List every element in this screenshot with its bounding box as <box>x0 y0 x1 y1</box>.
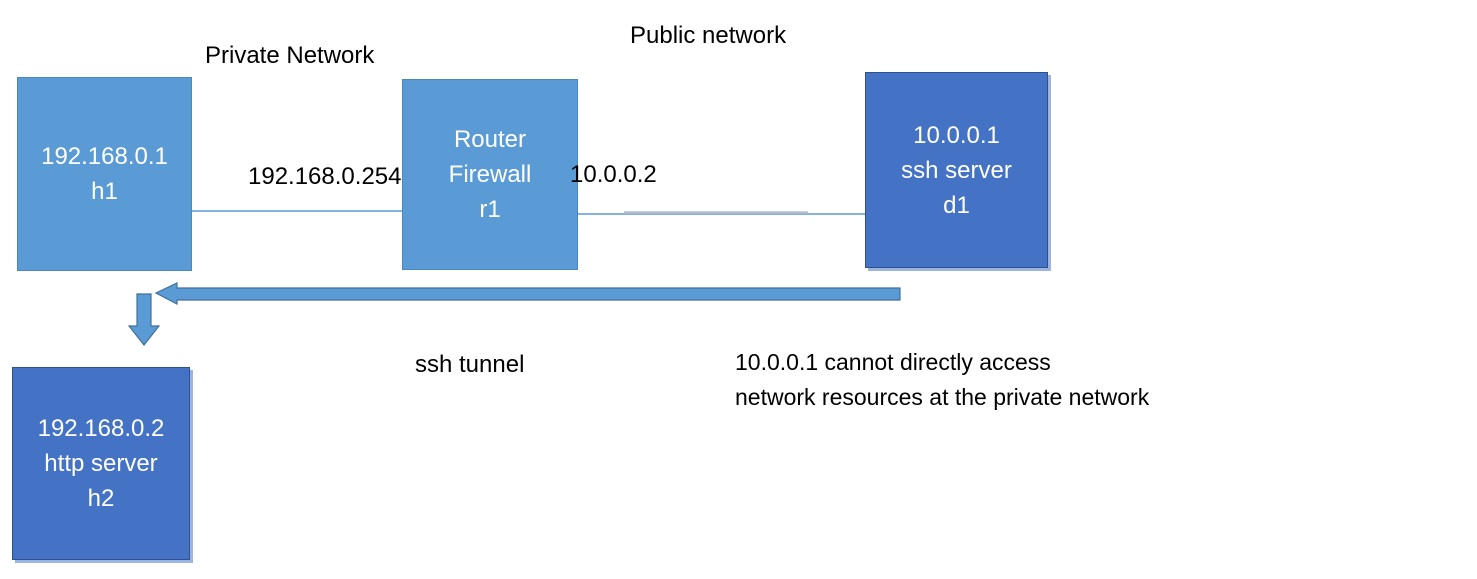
node-ssh-server-d1: 10.0.0.1 ssh server d1 <box>865 72 1048 268</box>
ssh-tunnel-arrow <box>154 282 901 305</box>
access-restriction-note: 10.0.0.1 cannot directly access network … <box>735 345 1149 415</box>
node-router-firewall: Router Firewall r1 <box>402 79 578 270</box>
node-h2-line2: http server <box>44 450 158 477</box>
note-line2: network resources at the private network <box>735 384 1150 410</box>
node-d1-line1: 10.0.0.1 <box>913 121 1000 149</box>
ssh-tunnel-label: ssh tunnel <box>415 351 525 378</box>
node-d1-line2: ssh server <box>901 156 1012 184</box>
private-network-label: Private Network <box>205 42 375 69</box>
node-h1-line1: 192.168.0.1 <box>41 143 168 170</box>
node-r1-line3: r1 <box>479 196 501 223</box>
node-h1-private-host: 192.168.0.1 h1 <box>17 77 192 271</box>
node-h2-line1: 192.168.0.2 <box>37 415 165 442</box>
node-h1-line2: h1 <box>91 178 118 205</box>
router-private-ip-label: 192.168.0.254 <box>248 163 402 190</box>
node-r1-line2: Firewall <box>448 161 532 188</box>
router-public-ip-label: 10.0.0.2 <box>570 161 657 188</box>
node-h2-line3: h2 <box>87 485 115 512</box>
down-arrow-to-http-server <box>127 293 161 346</box>
node-r1-line1: Router <box>453 126 527 153</box>
public-network-label: Public network <box>630 22 787 49</box>
node-http-server-h2: 192.168.0.2 http server h2 <box>12 367 190 560</box>
node-d1-line3: d1 <box>943 191 970 219</box>
note-line1: 10.0.0.1 cannot directly access <box>735 349 1051 375</box>
